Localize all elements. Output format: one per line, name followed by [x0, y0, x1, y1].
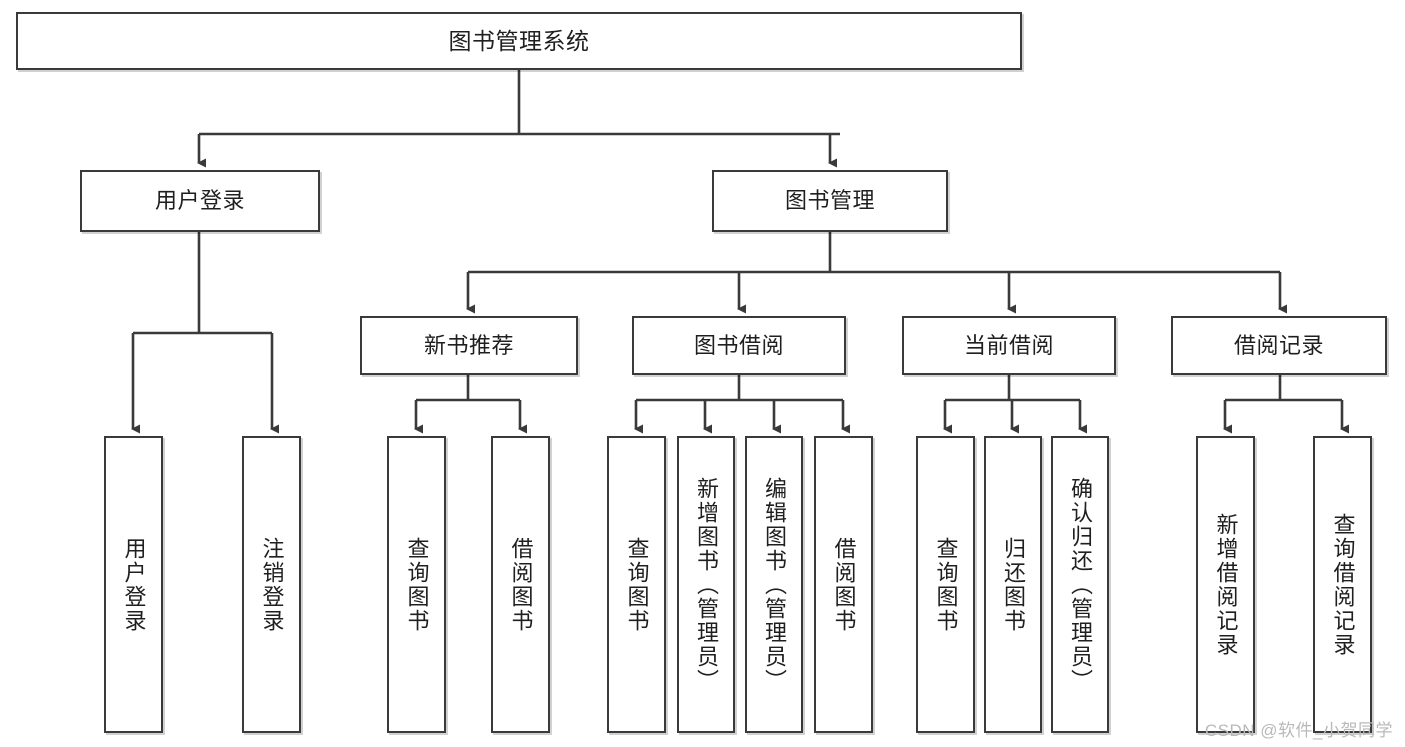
node-leaf-user-login[interactable]: 用户登录 — [104, 436, 163, 733]
node-leaf-edit-book-label: 编辑图书（管理员） — [762, 476, 787, 693]
node-new-book-recommend-label: 新书推荐 — [423, 332, 514, 358]
node-root-system[interactable]: 图书管理系统 — [16, 12, 1022, 70]
node-new-book-recommend[interactable]: 新书推荐 — [360, 316, 578, 375]
node-leaf-borrow-book-1[interactable]: 借阅图书 — [491, 436, 550, 733]
node-book-management[interactable]: 图书管理 — [712, 170, 948, 232]
watermark-text: CSDN @软件_小贺同学 — [1204, 721, 1393, 740]
node-leaf-add-record[interactable]: 新增借阅记录 — [1196, 436, 1255, 733]
node-leaf-query-book-1-label: 查询图书 — [404, 536, 430, 633]
node-leaf-confirm-return-label: 确认归还（管理员） — [1068, 476, 1093, 693]
node-leaf-edit-book[interactable]: 编辑图书（管理员） — [745, 436, 803, 733]
node-leaf-add-book-label: 新增图书（管理员） — [694, 476, 719, 693]
node-book-borrow-label: 图书借阅 — [693, 332, 784, 358]
node-leaf-return-book[interactable]: 归还图书 — [984, 436, 1042, 733]
node-leaf-query-record[interactable]: 查询借阅记录 — [1313, 436, 1372, 733]
node-current-borrow-label: 当前借阅 — [963, 332, 1054, 358]
node-leaf-query-record-label: 查询借阅记录 — [1330, 512, 1356, 657]
node-borrow-record[interactable]: 借阅记录 — [1171, 316, 1387, 375]
node-borrow-record-label: 借阅记录 — [1233, 332, 1324, 358]
node-user-login-label: 用户登录 — [154, 188, 245, 214]
node-leaf-borrow-book-1-label: 借阅图书 — [508, 536, 534, 633]
node-leaf-query-book-2-label: 查询图书 — [624, 536, 650, 633]
node-leaf-logout-login-label: 注销登录 — [259, 536, 285, 633]
node-book-borrow[interactable]: 图书借阅 — [632, 316, 846, 375]
node-current-borrow[interactable]: 当前借阅 — [902, 316, 1116, 375]
node-leaf-return-book-label: 归还图书 — [1001, 536, 1026, 633]
node-leaf-add-book[interactable]: 新增图书（管理员） — [677, 436, 735, 733]
node-leaf-query-book-2[interactable]: 查询图书 — [607, 436, 666, 733]
node-user-login[interactable]: 用户登录 — [80, 170, 320, 232]
node-leaf-user-login-label: 用户登录 — [121, 536, 147, 633]
node-leaf-add-record-label: 新增借阅记录 — [1213, 512, 1239, 657]
node-book-management-label: 图书管理 — [784, 188, 875, 214]
node-leaf-borrow-book-2[interactable]: 借阅图书 — [814, 436, 873, 733]
node-leaf-logout-login[interactable]: 注销登录 — [242, 436, 301, 733]
node-leaf-query-book-3-label: 查询图书 — [933, 536, 959, 633]
node-leaf-query-book-3[interactable]: 查询图书 — [916, 436, 975, 733]
node-root-system-label: 图书管理系统 — [448, 27, 590, 54]
node-leaf-borrow-book-2-label: 借阅图书 — [831, 536, 857, 633]
node-leaf-confirm-return[interactable]: 确认归还（管理员） — [1051, 436, 1109, 733]
node-leaf-query-book-1[interactable]: 查询图书 — [387, 436, 446, 733]
